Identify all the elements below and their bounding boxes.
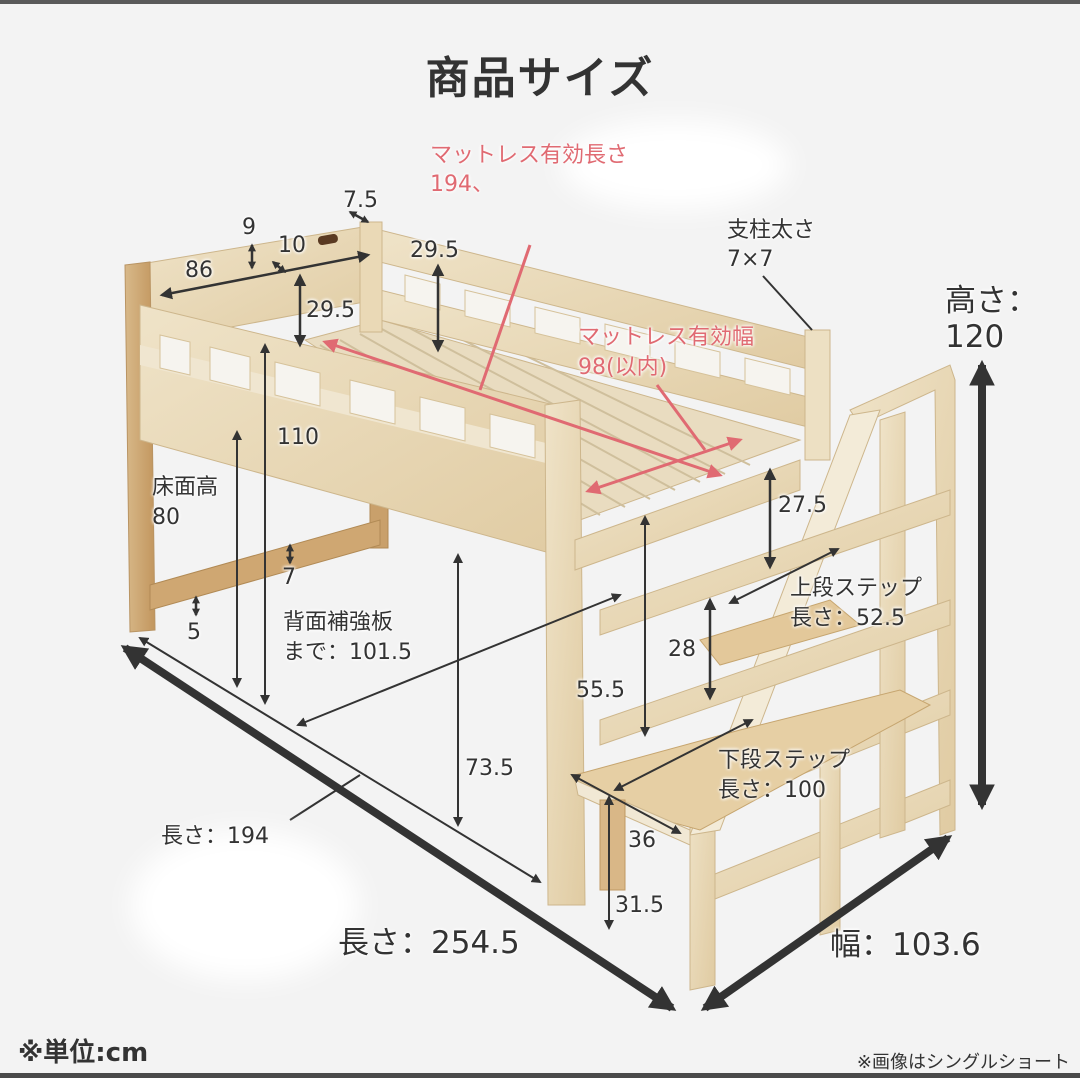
back-brace-value: まで：101.5 [283, 640, 412, 665]
mattress-length-value: 194、 [430, 172, 494, 197]
dim-73-5: 73.5 [465, 756, 514, 781]
dim-9: 9 [242, 215, 256, 240]
floor-height-value: 80 [152, 505, 180, 530]
dimension-lines [120, 210, 995, 1012]
redaction-blur-top [560, 120, 790, 210]
post-thickness-value: 7×7 [727, 247, 774, 272]
dim-31-5: 31.5 [615, 893, 664, 918]
dim-7: 7 [282, 565, 296, 590]
floor-height-label: 床面高 [152, 475, 219, 500]
lower-step-label: 下段ステップ [718, 748, 851, 773]
bottom-border [0, 1073, 1080, 1078]
inner-length: 長さ：194 [161, 824, 269, 849]
overall-width: 幅：103.6 [830, 927, 981, 963]
dim-7-5: 7.5 [343, 188, 378, 213]
unit-note: ※単位:cm [18, 1038, 149, 1068]
mattress-width-value: 98(以内) [578, 355, 668, 380]
dim-28: 28 [668, 637, 696, 662]
page-title: 商品サイズ [425, 53, 655, 104]
top-border [0, 0, 1080, 4]
dim-86: 86 [185, 258, 213, 283]
upper-step-label: 上段ステップ [790, 576, 923, 601]
lower-step-value: 長さ：100 [718, 778, 826, 803]
dim-55-5: 55.5 [576, 678, 625, 703]
dim-10: 10 [278, 233, 306, 258]
overall-length: 長さ：254.5 [338, 925, 520, 961]
back-brace-label: 背面補強板 [283, 610, 394, 635]
dim-29-5-b: 29.5 [410, 238, 459, 263]
dim-29-5-a: 29.5 [306, 298, 355, 323]
dim-27-5: 27.5 [778, 493, 827, 518]
image-note: ※画像はシングルショート [856, 1052, 1070, 1073]
mattress-width-label: マットレス有効幅 [578, 325, 755, 350]
post-thickness-label: 支柱太さ [727, 218, 816, 243]
mattress-length-label: マットレス有効長さ [430, 143, 629, 168]
height-value: 120 [945, 319, 1005, 355]
dim-5: 5 [187, 620, 201, 645]
dim-36: 36 [628, 828, 656, 853]
height-label: 高さ： [945, 283, 1038, 319]
upper-step-value: 長さ：52.5 [790, 606, 905, 631]
redaction-blur-left [130, 830, 360, 980]
mattress-dimension-lines [322, 244, 743, 495]
dim-110: 110 [277, 425, 319, 450]
